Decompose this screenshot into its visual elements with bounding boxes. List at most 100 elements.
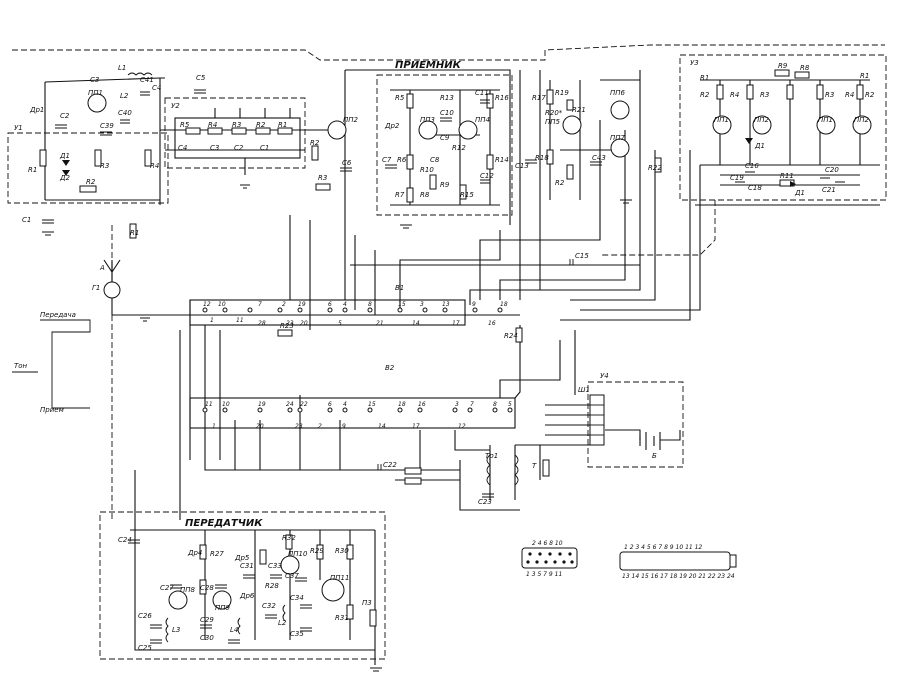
svg-text:19: 19 [258, 401, 266, 408]
resistors [39, 69, 864, 627]
transistor-pp8 [168, 590, 188, 610]
svg-text:C20: C20 [825, 166, 839, 174]
svg-text:ПП6: ПП6 [610, 89, 626, 97]
svg-text:R4: R4 [150, 162, 159, 170]
switch-contact-numbers: 12 10 7 2 19 6 4 8 15 3 13 9 18 1 11 28 … [203, 301, 512, 430]
u2-block-outline [164, 97, 306, 169]
svg-text:ПП2: ПП2 [754, 116, 770, 124]
svg-text:C27: C27 [160, 584, 174, 592]
svg-text:22: 22 [300, 401, 308, 408]
svg-text:6: 6 [328, 301, 332, 308]
svg-text:R10: R10 [420, 166, 434, 174]
transmit-label: Передача [40, 311, 76, 319]
svg-text:14: 14 [378, 423, 386, 430]
svg-text:C24: C24 [118, 536, 132, 544]
svg-text:R19: R19 [555, 89, 569, 97]
svg-text:R4: R4 [730, 91, 739, 99]
svg-text:R30: R30 [335, 547, 349, 555]
svg-text:R2: R2 [256, 121, 266, 129]
svg-text:7: 7 [470, 401, 474, 408]
antenna-symbol [103, 259, 121, 282]
svg-text:R1: R1 [278, 121, 287, 129]
svg-text:R2: R2 [555, 179, 565, 187]
svg-text:R18: R18 [535, 154, 549, 162]
svg-text:9: 9 [342, 423, 346, 430]
svg-text:R4: R4 [845, 91, 854, 99]
svg-text:8: 8 [368, 301, 372, 308]
svg-text:R12: R12 [452, 144, 466, 152]
transistor-pp7 [610, 138, 630, 158]
svg-text:ПП4: ПП4 [475, 116, 490, 124]
svg-text:R24: R24 [504, 332, 518, 340]
svg-text:11: 11 [236, 317, 244, 324]
wiring [44, 69, 880, 665]
earphone-t [542, 459, 550, 477]
large-connector [619, 551, 737, 571]
svg-text:R31: R31 [335, 614, 349, 622]
svg-text:C35: C35 [290, 630, 304, 638]
svg-text:C18: C18 [748, 184, 762, 192]
svg-text:R3: R3 [318, 174, 327, 182]
svg-text:8: 8 [493, 401, 497, 408]
svg-text:R13: R13 [440, 94, 454, 102]
svg-text:ПП2: ПП2 [343, 116, 359, 124]
svg-text:2: 2 [282, 301, 286, 308]
svg-text:C10: C10 [440, 109, 454, 117]
svg-text:C9: C9 [440, 134, 450, 142]
transistor-pp10 [280, 555, 300, 575]
svg-text:ПП11: ПП11 [330, 574, 349, 582]
svg-text:15: 15 [368, 401, 376, 408]
svg-text:C19: C19 [730, 174, 744, 182]
svg-text:C7: C7 [382, 156, 392, 164]
svg-text:19: 19 [298, 301, 306, 308]
cable-outline-u3 [600, 200, 716, 256]
svg-text:R16: R16 [495, 94, 509, 102]
svg-text:R1: R1 [130, 229, 139, 237]
svg-text:ПП7: ПП7 [610, 134, 626, 142]
svg-text:C2: C2 [234, 144, 244, 152]
svg-text:R32: R32 [282, 534, 296, 542]
svg-text:C3: C3 [210, 144, 219, 152]
receiver-block-outline [376, 74, 513, 216]
svg-text:20: 20 [256, 423, 264, 430]
svg-text:R2: R2 [865, 91, 875, 99]
small-connector-top-pins: 2 4 6 8 10 [532, 540, 563, 547]
svg-text:R6: R6 [397, 156, 407, 164]
svg-text:L3: L3 [172, 626, 180, 634]
ground-symbols [42, 184, 632, 672]
inductors [127, 72, 519, 643]
transmitter-title: ПЕРЕДАТЧИК [185, 518, 263, 529]
svg-text:R11: R11 [780, 172, 794, 180]
small-connector-bottom-pins: 1 3 5 7 9 11 [526, 571, 562, 578]
svg-text:R3: R3 [100, 162, 109, 170]
large-connector-top-pins: 1 2 3 4 5 6 7 8 9 10 11 12 [624, 544, 702, 551]
svg-text:16: 16 [418, 401, 426, 408]
u4-label: У4 [600, 372, 609, 380]
svg-text:Д1: Д1 [754, 142, 765, 150]
svg-text:C3: C3 [90, 76, 99, 84]
svg-text:12: 12 [203, 301, 211, 308]
svg-text:13: 13 [442, 301, 450, 308]
svg-text:R4: R4 [208, 121, 217, 129]
u3-block-outline [679, 54, 887, 201]
svg-text:C1: C1 [22, 216, 31, 224]
svg-text:R1: R1 [28, 166, 37, 174]
svg-text:ПП2: ПП2 [854, 116, 870, 124]
svg-text:R9: R9 [440, 181, 450, 189]
svg-text:C37: C37 [285, 572, 299, 580]
svg-text:C23: C23 [478, 498, 492, 506]
svg-text:П3: П3 [362, 599, 372, 607]
svg-text:R21: R21 [572, 106, 586, 114]
transistor-pp9 [212, 590, 232, 610]
svg-text:R9: R9 [778, 62, 788, 70]
svg-text:ПП3: ПП3 [420, 116, 435, 124]
transistor-u3-pp2a [752, 115, 772, 135]
svg-text:Т: Т [532, 462, 537, 470]
svg-text:28: 28 [258, 320, 266, 327]
svg-text:11: 11 [205, 401, 213, 408]
tone-label: Тон [14, 362, 28, 370]
svg-text:3: 3 [420, 301, 424, 308]
svg-text:20: 20 [300, 320, 308, 327]
transistor-u3-pp1a [712, 115, 732, 135]
